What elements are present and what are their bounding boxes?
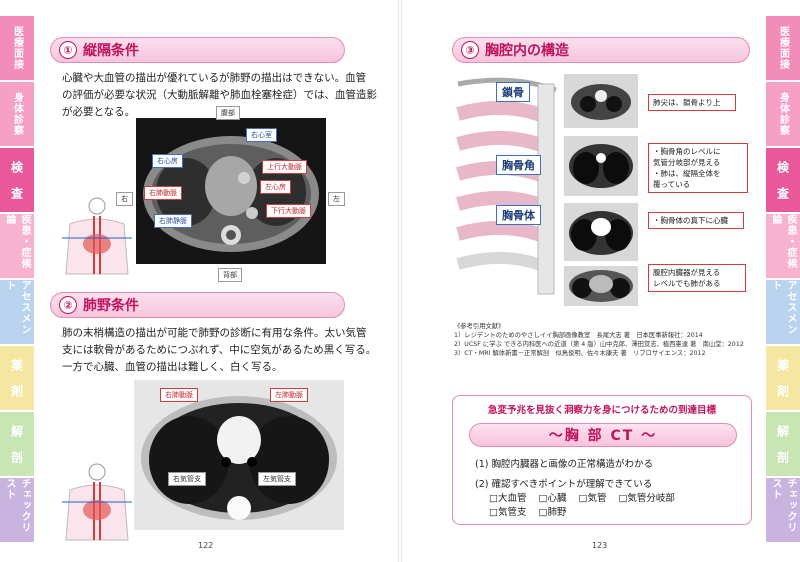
goal-title: ～胸 部 CT ～ xyxy=(469,423,737,447)
annotation-3-text: ・胸骨体の真下に心臓 xyxy=(653,216,728,225)
index-tab[interactable]: アセスメント xyxy=(0,280,34,344)
index-tab[interactable]: 疾患・症候論 xyxy=(0,214,34,278)
check-item[interactable]: □気管 xyxy=(578,493,607,504)
goal-heading: 急変予兆を見抜く洞察力を身につけるための到達目標 xyxy=(487,405,716,416)
right-index-tabs: 医療面接身体診察検 査疾患・症候論アセスメント薬 剤解 剖チェックリスト xyxy=(766,16,800,544)
section-1-text: 心臓や大血管の描出が優れているが肺野の描出はできない。血管 の評価が必要な状況（… xyxy=(62,70,382,121)
section-2-line: 支には軟骨があるためにつぶれず、中に空気があるため黒く写る。 xyxy=(62,344,377,356)
goal-line-2: (2) 確認すべきポイントが理解できている xyxy=(475,479,653,490)
label-left-side: 左 xyxy=(328,192,345,206)
label-ascending-aorta: 上行大動脈 xyxy=(262,160,307,174)
annotation-2: ・胸骨角のレベルに 気管分岐部が見える ・肺は、縦隔全体を 覆っている xyxy=(648,143,748,193)
label-left-bronchus: 左気管支 xyxy=(258,472,296,486)
label-right-bronchus: 右気管支 xyxy=(168,472,206,486)
goal-box: 急変予兆を見抜く洞察力を身につけるための到達目標 ～胸 部 CT ～ (1) 胸… xyxy=(452,395,752,525)
index-tab[interactable]: 医療面接 xyxy=(0,16,34,80)
checklist-row-2: □気管支 □肺野 xyxy=(489,504,566,518)
section-3-header: ③ 胸腔内の構造 xyxy=(452,37,750,63)
ct-lung-image: 右肺動脈 左肺動脈 右気管支 左気管支 xyxy=(134,380,344,530)
index-tab[interactable]: 疾患・症候論 xyxy=(766,214,800,278)
section-2-number: ② xyxy=(59,296,77,314)
rib-cage-illustration xyxy=(452,74,564,306)
index-tab[interactable]: 身体診察 xyxy=(766,82,800,146)
annotation-1: 肺尖は、鎖骨より上 xyxy=(648,94,736,111)
label-right-side: 右 xyxy=(116,192,133,206)
label-sternal-angle: 胸骨角 xyxy=(496,155,541,175)
goal-line-1: (1) 胸腔内臓器と画像の正常構造がわかる xyxy=(475,459,653,470)
ct-slice-3 xyxy=(564,203,638,261)
section-2-line: 肺の末梢構造の描出が可能で肺野の診断に有用な条件。太い気管 xyxy=(62,327,367,339)
index-tab[interactable]: 医療面接 xyxy=(766,16,800,80)
index-tab[interactable]: アセスメント xyxy=(766,280,800,344)
ct-lung-svg xyxy=(134,380,344,530)
check-item[interactable]: □気管支 xyxy=(489,507,527,518)
label-front: 腹部 xyxy=(216,106,240,120)
ct-slice-2 xyxy=(564,136,638,196)
label-clavicle: 鎖骨 xyxy=(496,82,530,102)
annotation-2-text: ・胸骨角のレベルに 気管分岐部が見える ・肺は、縦隔全体を 覆っている xyxy=(653,147,721,189)
reference-item: 1）レジデントのためのやさしイイ胸部画像教室 長尾大志 著 日本医事新報社：20… xyxy=(454,332,703,339)
check-item[interactable]: □気管分岐部 xyxy=(618,493,675,504)
section-2-title: 肺野条件 xyxy=(83,298,139,314)
section-1-header: ① 縦隔条件 xyxy=(50,37,345,63)
index-tab[interactable]: チェックリスト xyxy=(766,478,800,542)
index-tab[interactable]: 身体診察 xyxy=(0,82,34,146)
label-right-pulmonary-artery: 右肺動脈 xyxy=(144,186,182,200)
left-index-tabs: 医療面接身体診察検 査疾患・症候論アセスメント薬 剤解 剖チェックリスト xyxy=(0,16,34,544)
label-right-pulmonary-artery-2: 右肺動脈 xyxy=(160,388,198,402)
annotation-4-text: 腹腔内臓器が見える レベルでも肺がある xyxy=(653,268,721,288)
index-tab[interactable]: 検 査 xyxy=(0,148,34,212)
section-2-text: 肺の末梢構造の描出が可能で肺野の診断に有用な条件。太い気管 支には軟骨があるため… xyxy=(62,325,382,376)
checklist-row-1: □大血管 □心臓 □気管 □気管分岐部 xyxy=(489,490,675,504)
section-1-number: ① xyxy=(59,41,77,59)
section-2-line: 一方で心臓、血管の描出は難しく、白く写る。 xyxy=(62,361,283,373)
section-3-number: ③ xyxy=(461,41,479,59)
reference-item: 2）UCSF に学ぶ できる内科医への近道（第 4 版）山中克郎、澤田覚志、植西… xyxy=(454,341,744,348)
label-descending-aorta: 下行大動脈 xyxy=(266,204,311,218)
label-left-atrium: 左心房 xyxy=(260,180,291,194)
index-tab[interactable]: 薬 剤 xyxy=(766,346,800,410)
section-3-title: 胸腔内の構造 xyxy=(485,43,569,59)
label-right-ventricle: 右心室 xyxy=(246,128,277,142)
references: 《参考引用文献》 1）レジデントのためのやさしイイ胸部画像教室 長尾大志 著 日… xyxy=(454,322,754,358)
check-item[interactable]: □心臓 xyxy=(538,493,567,504)
index-tab[interactable]: 検 査 xyxy=(766,148,800,212)
section-1-line: 心臓や大血管の描出が優れているが肺野の描出はできない。血管 xyxy=(62,72,367,84)
torso-illustration-2 xyxy=(62,463,132,541)
reference-item: 3）CT・MRI 解体新書－正常解剖 似鳥俊明、佐々木康夫 著 リブロサイエンス… xyxy=(454,350,706,357)
index-tab[interactable]: チェックリスト xyxy=(0,478,34,542)
book-gutter xyxy=(398,0,402,562)
label-right-atrium: 右心房 xyxy=(152,154,183,168)
annotation-4: 腹腔内臓器が見える レベルでも肺がある xyxy=(648,264,746,292)
label-right-pulmonary-vein: 右肺静脈 xyxy=(154,214,192,228)
section-1-line: が必要となる。 xyxy=(62,106,136,118)
ct-slice-4 xyxy=(564,266,638,306)
index-tab[interactable]: 解 剖 xyxy=(0,412,34,476)
section-1-title: 縦隔条件 xyxy=(83,43,139,59)
section-2-header: ② 肺野条件 xyxy=(50,292,345,318)
ct-mediastinal-image: 腹部 背部 右 左 右心房 右心室 上行大動脈 左心房 右肺動脈 下行大動脈 右… xyxy=(116,106,345,282)
label-back: 背部 xyxy=(218,268,242,282)
page-number-right: 123 xyxy=(592,541,608,550)
label-sternum-body: 胸骨体 xyxy=(496,205,541,225)
annotation-1-text: 肺尖は、鎖骨より上 xyxy=(653,98,721,107)
check-item[interactable]: □肺野 xyxy=(538,507,567,518)
references-head: 《参考引用文献》 xyxy=(454,323,505,330)
index-tab[interactable]: 解 剖 xyxy=(766,412,800,476)
torso-illustration-1 xyxy=(62,197,132,275)
section-1-line: の評価が必要な状況（大動脈解離や肺血栓塞栓症）では、血管造影 xyxy=(62,89,377,101)
index-tab[interactable]: 薬 剤 xyxy=(0,346,34,410)
ct-slice-1 xyxy=(564,74,638,128)
label-left-pulmonary-artery: 左肺動脈 xyxy=(270,388,308,402)
annotation-3: ・胸骨体の真下に心臓 xyxy=(648,212,744,229)
check-item[interactable]: □大血管 xyxy=(489,493,527,504)
page-number-left: 122 xyxy=(198,541,214,550)
